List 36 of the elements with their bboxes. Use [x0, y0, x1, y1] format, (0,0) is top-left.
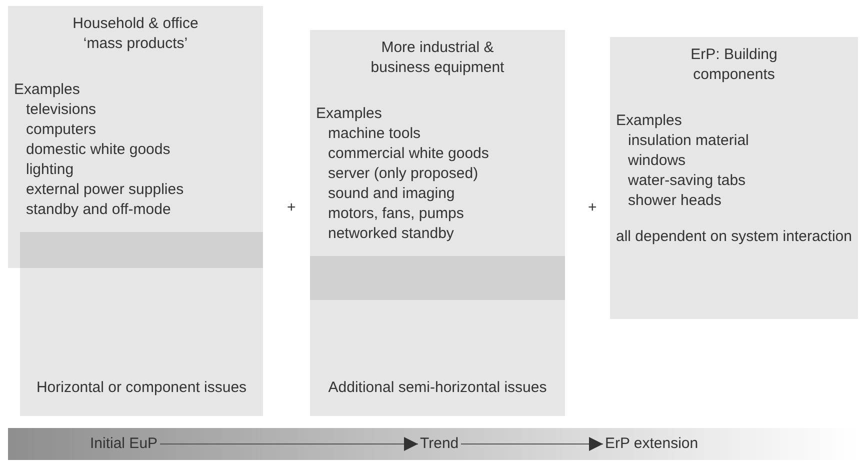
list-heading: Examples [316, 104, 383, 124]
panel-heading: Household & office ‘mass products’ [72, 14, 200, 54]
stage-label: Initial EuP [90, 434, 158, 454]
list-item: commercial white goods [327, 144, 490, 164]
stage-label: Trend [420, 434, 459, 454]
plus-sign: + [588, 200, 597, 216]
list-heading: Examples [616, 111, 683, 131]
arrow [460, 437, 604, 451]
list-item: standby and off-mode [25, 200, 172, 220]
list-item: computers [25, 120, 98, 140]
issues-panel [310, 256, 565, 416]
list-item: motors, fans, pumps [327, 204, 465, 224]
list-heading: Examples [14, 80, 81, 100]
list-item: machine tools [327, 124, 422, 144]
list-item: televisions [25, 100, 98, 120]
list-item: windows [627, 151, 687, 171]
panel-heading: More industrial & business equipment [370, 38, 506, 78]
list-item: external power supplies [25, 180, 185, 200]
list-item: water-saving tabs [627, 171, 747, 191]
list-item: insulation material [627, 131, 750, 151]
panel-heading: ErP: Building components [690, 45, 778, 85]
note-text: all dependent on system interaction [616, 227, 852, 247]
plus-sign: + [287, 200, 296, 216]
issues-text: Additional semi-horizontal issues [327, 378, 548, 398]
list-item: lighting [25, 160, 75, 180]
list-item: domestic white goods [25, 140, 172, 160]
stage-label: ErP extension [605, 434, 698, 454]
arrow [160, 437, 418, 451]
list-item: server (only proposed) [327, 164, 480, 184]
list-item: sound and imaging [327, 184, 456, 204]
category-panel [610, 37, 858, 319]
list-item: shower heads [627, 191, 722, 211]
list-item: networked standby [327, 224, 455, 244]
issues-panel [20, 232, 263, 416]
issues-text: Horizontal or component issues [35, 378, 248, 398]
category-panel [8, 6, 263, 268]
